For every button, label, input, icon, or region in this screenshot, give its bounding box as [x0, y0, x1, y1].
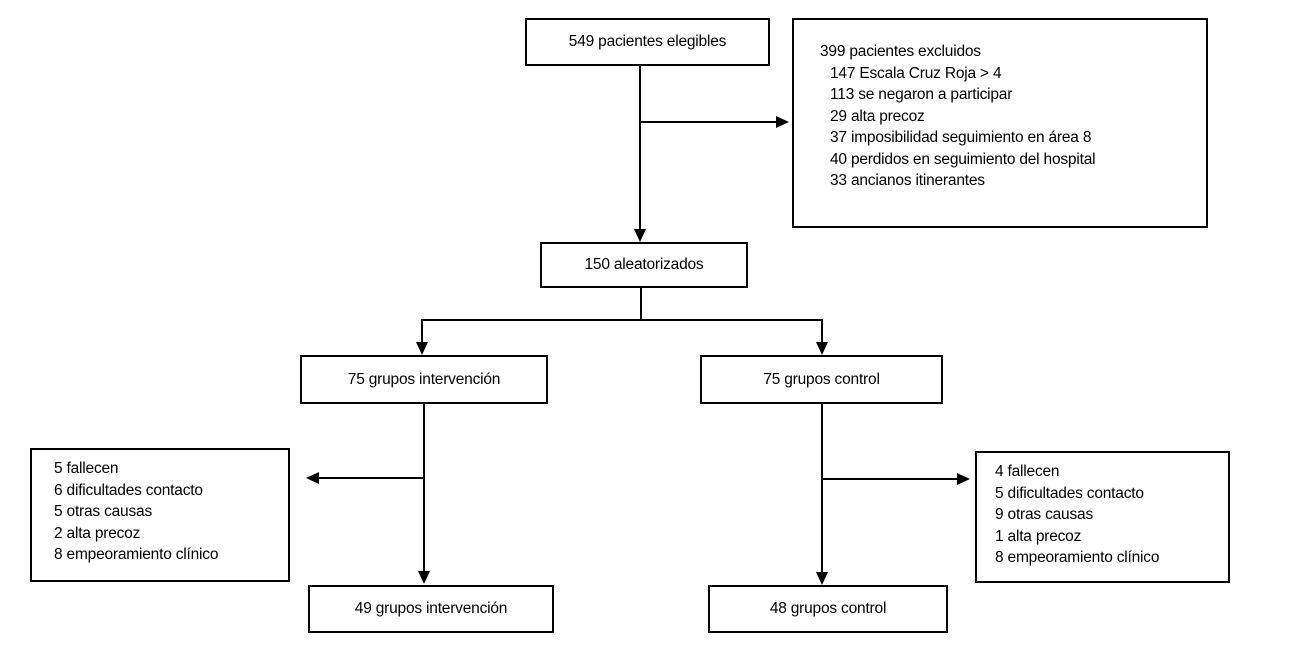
intervention-loss-line: 6 dificultades contacto: [54, 481, 203, 499]
control-loss-line: 5 dificultades contacto: [995, 484, 1144, 502]
intervention-final-box: 49 grupos intervención: [308, 585, 554, 633]
arrowhead-down-icon: [816, 342, 828, 355]
control-loss-line: 8 empeoramiento clínico: [995, 549, 1160, 566]
intervention-allocation-label: 75 grupos intervención: [347, 370, 501, 388]
excluded-line: 399 pacientes excluidos: [820, 43, 981, 60]
excluded-line: 33 ancianos itinerantes: [830, 172, 985, 189]
arrowhead-down-icon: [418, 571, 430, 584]
intervention-loss-line: 5 otras causas: [54, 503, 153, 520]
control-allocation-box: 75 grupos control: [700, 355, 943, 404]
arrowhead-down-icon: [634, 229, 646, 242]
arrowhead-right-icon: [957, 473, 970, 485]
excluded-line: 147 Escala Cruz Roja > 4: [830, 64, 1002, 82]
excluded-line: 37 imposibilidad seguimiento en área 8: [830, 129, 1092, 146]
connector-split-intervention: [421, 319, 423, 343]
intervention-allocation-box: 75 grupos intervención: [300, 355, 548, 404]
connector-split-horizontal: [421, 319, 823, 321]
intervention-final-label: 49 grupos intervención: [354, 600, 508, 617]
connector-control-losses: [822, 478, 958, 480]
excluded-line: 113 se negaron a participar: [830, 86, 1013, 103]
randomized-label: 150 aleatorizados: [584, 256, 704, 273]
intervention-loss-line: 5 fallecen: [54, 460, 119, 477]
connector-eligible-excluded: [640, 121, 776, 123]
connector-randomized-split: [640, 288, 642, 321]
connector-control-final: [821, 404, 823, 573]
arrowhead-down-icon: [416, 342, 428, 355]
arrowhead-left-icon: [306, 472, 319, 484]
excluded-line: 40 perdidos en seguimiento del hospital: [830, 150, 1096, 168]
connector-intervention-final: [423, 404, 425, 572]
control-final-label: 48 grupos control: [769, 600, 887, 617]
intervention-loss-line: 8 empeoramiento clínico: [54, 546, 219, 563]
control-final-box: 48 grupos control: [708, 585, 948, 633]
eligible-patients-box: 549 pacientes elegibles: [525, 18, 770, 66]
connector-eligible-randomized: [639, 66, 641, 230]
excluded-line: 29 alta precoz: [830, 107, 925, 125]
control-loss-line: 9 otras causas: [995, 506, 1094, 523]
control-losses-box: 4 fallecen 5 dificultades contacto 9 otr…: [975, 451, 1230, 583]
control-allocation-label: 75 grupos control: [763, 370, 880, 388]
randomized-box: 150 aleatorizados: [540, 242, 748, 288]
intervention-loss-line: 2 alta precoz: [54, 524, 141, 542]
eligible-patients-label: 549 pacientes elegibles: [568, 33, 727, 50]
arrowhead-right-icon: [776, 116, 789, 128]
connector-intervention-losses: [319, 477, 425, 479]
arrowhead-down-icon: [816, 572, 828, 585]
connector-split-control: [821, 319, 823, 343]
excluded-patients-box: 399 pacientes excluidos 147 Escala Cruz …: [792, 18, 1208, 228]
intervention-losses-box: 5 fallecen 6 dificultades contacto 5 otr…: [30, 448, 290, 582]
control-loss-line: 1 alta precoz: [995, 527, 1082, 545]
control-loss-line: 4 fallecen: [995, 463, 1060, 480]
